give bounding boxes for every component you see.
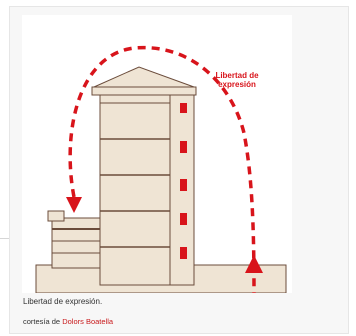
illustration-image: [22, 15, 292, 293]
credit-prefix: cortesía de: [23, 317, 63, 326]
credit-author-link[interactable]: Dolors Boatella: [62, 317, 114, 326]
figure-credit: cortesía de Dolors Boatella: [23, 315, 113, 329]
overlay-line-2: expresión: [218, 80, 256, 89]
figure-caption: Libertad de expresión.: [23, 297, 103, 306]
overlay-line-1: Libertad de: [215, 71, 259, 80]
image-overlay-label: Libertad de expresión: [198, 71, 276, 89]
image-figure-card: Libertad de expresión Libertad de expres…: [9, 6, 349, 334]
